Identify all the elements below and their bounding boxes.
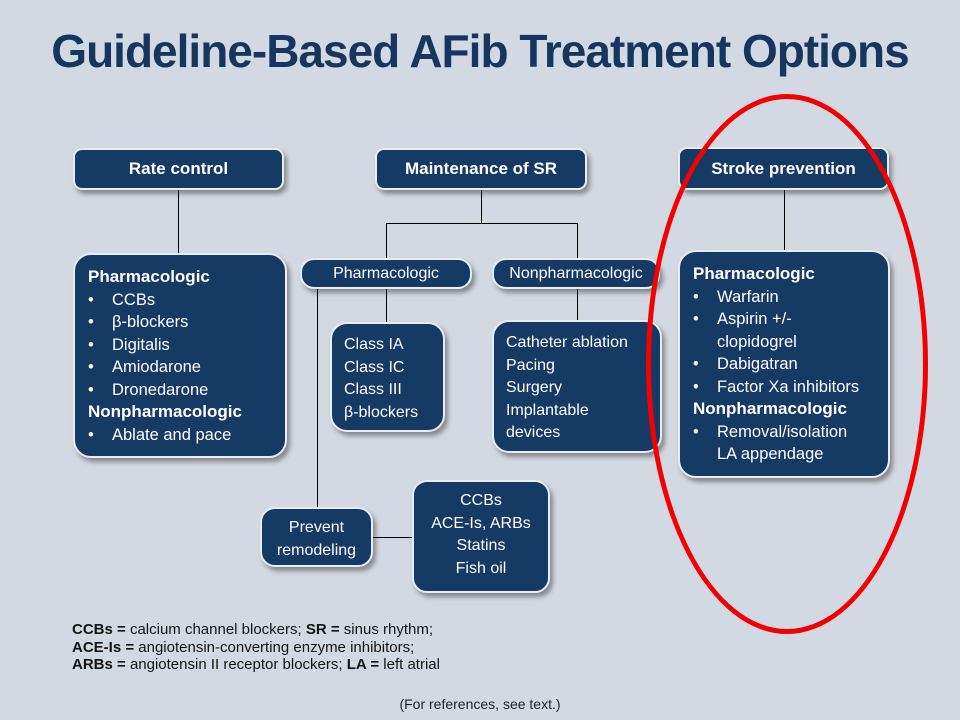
bullet-text: Removal/isolation <box>717 422 848 441</box>
text-line: Nonpharmacologic <box>88 402 242 421</box>
text-line: • β-blockers <box>88 311 277 334</box>
reference-note: (For references, see text.) <box>399 696 561 712</box>
text-line: • Dabigatran <box>693 353 880 376</box>
bullet-icon: • <box>88 358 94 376</box>
text-line: Pharmacologic <box>693 264 815 283</box>
bullet-icon: • <box>88 313 94 331</box>
page-title: Guideline-Based AFib Treatment Options <box>51 25 909 77</box>
footnote-abbreviations: CCBs = calcium channel blockers; SR = si… <box>72 621 512 674</box>
text-line: • CCBs <box>88 289 277 312</box>
text-line: Prevent <box>288 519 345 536</box>
bullet-icon: • <box>693 422 699 441</box>
footnote-line: ACE-Is = angiotensin-converting enzyme i… <box>72 639 512 657</box>
bullet-text: Dronedarone <box>112 380 209 399</box>
abbreviation: LA = <box>346 656 384 673</box>
bullet-text: Factor Xa inhibitors <box>717 377 860 396</box>
text-line: • Aspirin +/- <box>693 308 880 331</box>
text-line: clopidogrel <box>717 332 797 351</box>
text-line: Class III <box>344 381 402 398</box>
definition: angiotensin II receptor blockers; <box>129 656 347 673</box>
text-line: Pharmacologic <box>88 267 210 286</box>
text-line: ACE-Is, ARBs <box>431 514 531 532</box>
bullet-icon: • <box>88 290 94 309</box>
text-line: • Factor Xa inhibitors <box>693 376 880 399</box>
text-line: Nonpharmacologic <box>693 399 847 418</box>
node-label: Stroke prevention <box>711 158 856 178</box>
bullet-icon: • <box>88 335 94 354</box>
bullet-icon: • <box>693 310 699 328</box>
connector-line <box>386 223 577 224</box>
bullet-icon: • <box>693 287 699 306</box>
connector-line <box>577 289 578 320</box>
definition: calcium channel blockers; <box>129 621 306 638</box>
abbreviation: SR = <box>305 621 344 638</box>
connector-line <box>178 190 179 254</box>
node-rate-control-options: Pharmacologic•CCBs•β-blockers•Digitalis•… <box>73 253 287 458</box>
text-line: • Amiodarone <box>88 356 277 379</box>
bullet-text: Warfarin <box>717 287 779 306</box>
bullet-text: β-blockers <box>112 313 189 331</box>
text-line: Surgery <box>506 379 563 396</box>
text-line: Fish oil <box>455 559 507 577</box>
node-label: Rate control <box>128 159 229 178</box>
footnote-line: CCBs = calcium channel blockers; SR = si… <box>72 621 512 639</box>
node-drug-classes: Class IA Class IC Class III β-blockers <box>330 322 445 432</box>
footnote-line: ARBs = angiotensin II receptor blockers;… <box>72 656 512 674</box>
definition: left atrial <box>383 656 440 673</box>
text-line: LA appendage <box>717 445 824 463</box>
connector-line <box>481 190 482 223</box>
bullet-text: Ablate and pace <box>112 425 232 444</box>
connector-line <box>386 223 387 258</box>
definition: angiotensin-converting enzyme inhibitors… <box>138 638 415 656</box>
text-line: • Ablate and pace <box>88 424 277 447</box>
text-line: Class IA <box>344 336 404 353</box>
node-rate-control: Rate control <box>73 148 284 190</box>
node-maintenance-of-sr: Maintenance of SR <box>375 148 587 190</box>
text-line: Pacing <box>506 356 555 374</box>
text-line: • Warfarin <box>693 286 880 309</box>
text-line: Implantable <box>506 401 589 419</box>
abbreviation: ARBs = <box>72 656 130 673</box>
text-line: devices <box>506 424 561 441</box>
text-line: β-blockers <box>344 403 419 421</box>
connector-line <box>784 190 785 250</box>
node-label: Nonpharmacologic <box>509 264 643 282</box>
bullet-icon: • <box>693 377 699 396</box>
node-stroke-prevention: Stroke prevention <box>678 147 889 190</box>
node-prevent-remodeling: Prevent remodeling <box>260 507 373 567</box>
bullet-text: Dabigatran <box>717 355 798 373</box>
text-line: • Dronedarone <box>88 379 277 402</box>
text-line: Statins <box>456 537 506 554</box>
text-line: • Digitalis <box>88 334 277 357</box>
text-line: Class IC <box>344 358 405 376</box>
node-stroke-prevention-options: Pharmacologic • Warfarin • Aspirin +/- clopid… <box>678 250 890 478</box>
bullet-text: Digitalis <box>112 335 170 354</box>
text-line: • Removal/isolation <box>693 421 880 444</box>
text-line: CCBs <box>460 492 502 509</box>
connector-line <box>317 289 318 507</box>
connector-line <box>577 223 578 258</box>
abbreviation: CCBs = <box>72 621 130 638</box>
node-label: Pharmacologic <box>333 264 439 282</box>
text-line: remodeling <box>276 541 357 559</box>
bullet-icon: • <box>88 380 94 399</box>
node-label: Maintenance of SR <box>404 159 558 178</box>
text-line: Catheter ablation <box>506 334 628 351</box>
bullet-text: CCBs <box>112 290 156 309</box>
node-maintenance-nonpharmacologic: Nonpharmacologic <box>492 258 660 289</box>
abbreviation: ACE-Is = <box>72 638 139 656</box>
connector-line <box>373 537 412 538</box>
bullet-icon: • <box>88 425 94 444</box>
bullet-icon: • <box>693 355 699 373</box>
bullet-text: Aspirin +/- <box>717 310 792 328</box>
bullet-text: Amiodarone <box>112 358 201 376</box>
node-maintenance-pharmacologic: Pharmacologic <box>300 258 472 289</box>
connector-line <box>386 289 387 322</box>
definition: sinus rhythm; <box>343 621 433 638</box>
